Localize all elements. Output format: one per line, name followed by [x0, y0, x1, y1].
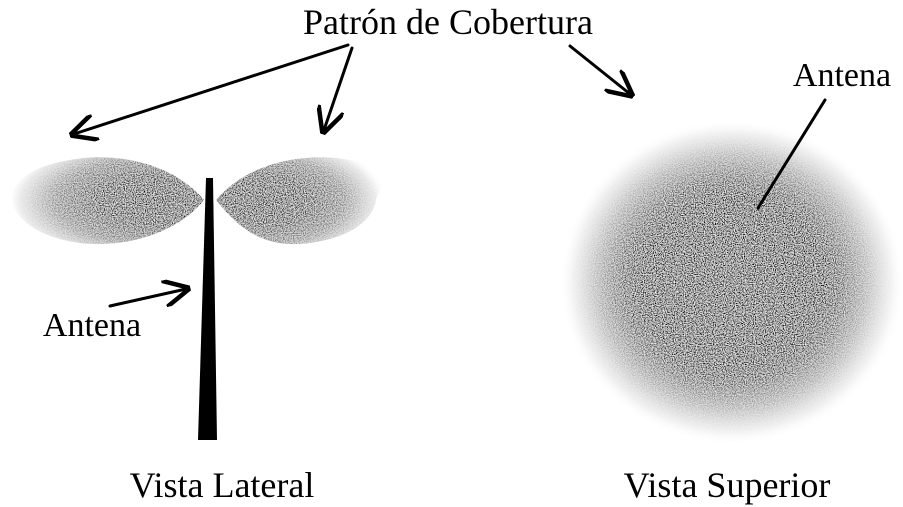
annotation-arrows	[74, 43, 827, 308]
arrow-to-mast	[108, 289, 186, 308]
antenna-leader-line	[756, 98, 827, 210]
arrow-to-left-lobe	[74, 43, 350, 134]
coverage-pattern-label: Patrón de Cobertura	[303, 2, 593, 42]
coverage-disk	[560, 120, 903, 444]
antenna-label-side-view: Antena	[43, 307, 141, 344]
side-view-caption: Vista Lateral	[130, 465, 315, 505]
top-view-caption: Vista Superior	[624, 465, 831, 505]
top-view	[560, 120, 903, 444]
antenna-label-top-view: Antena	[793, 57, 891, 94]
antenna-mast	[198, 178, 217, 440]
arrow-to-top-view	[568, 44, 630, 94]
right-radiation-lobe	[216, 157, 383, 245]
arrow-to-right-lobe	[324, 46, 354, 130]
side-view	[11, 157, 383, 440]
left-radiation-lobe	[11, 157, 204, 245]
